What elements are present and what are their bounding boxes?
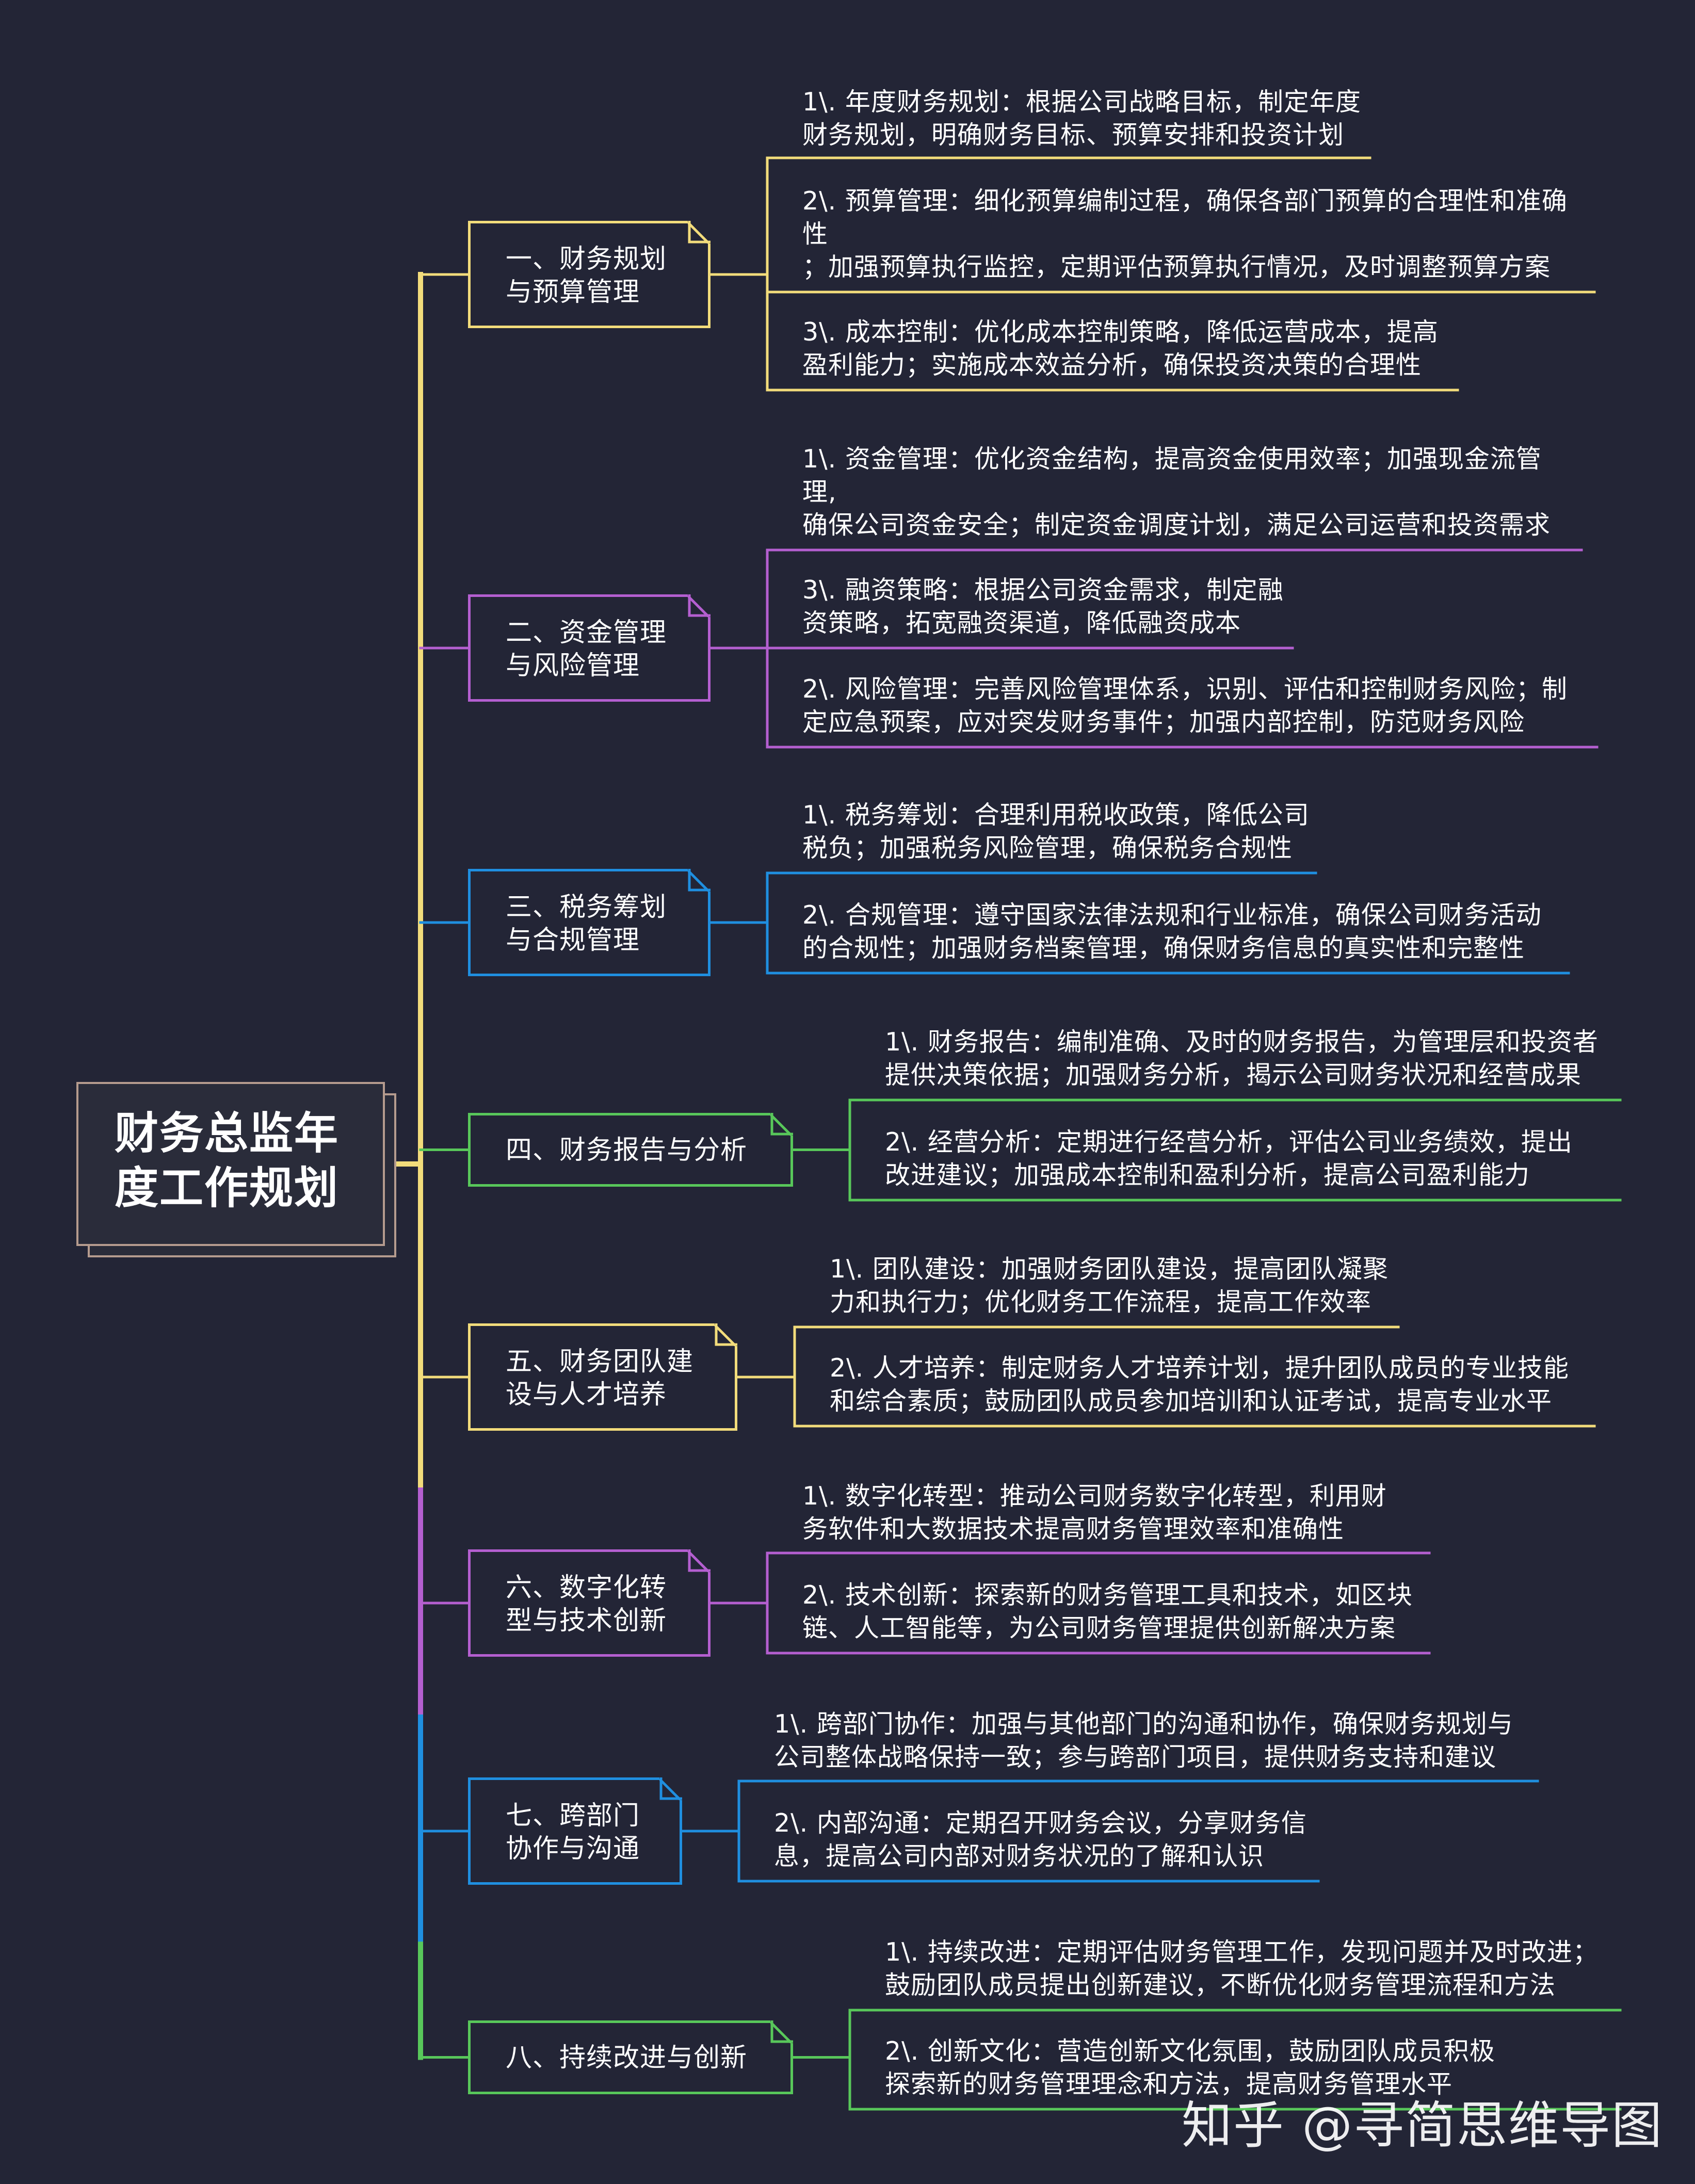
leaf-node[interactable]: 2\. 合规管理：遵守国家法律法规和行业标准，确保公司财务活动的合规性；加强财务… bbox=[802, 899, 1542, 965]
leaf-text-line: 理, bbox=[802, 477, 837, 507]
leaf-text-line: 公司整体战略保持一致；参与跨部门项目，提供财务支持和建议 bbox=[774, 1742, 1497, 1772]
leaf-text-line: 2\. 技术创新：探索新的财务管理工具和技术，如区块 bbox=[802, 1580, 1413, 1610]
folded-corner-icon bbox=[688, 594, 711, 617]
leaf-text-line: 1\. 资金管理：优化资金结构，提高资金使用效率；加强现金流管 bbox=[802, 444, 1542, 474]
leaf-node[interactable]: 2\. 技术创新：探索新的财务管理工具和技术，如区块链、人工智能等，为公司财务管… bbox=[802, 1579, 1413, 1645]
branch-label-line: 设与人才培养 bbox=[506, 1380, 667, 1410]
branch-node[interactable]: 八、持续改进与创新 bbox=[468, 2020, 793, 2094]
leaf-text-line: 确保公司资金安全；制定资金调度计划，满足公司运营和投资需求 bbox=[802, 510, 1551, 540]
leaf-text-line: 务软件和大数据技术提高财务管理效率和准确性 bbox=[802, 1514, 1345, 1544]
leaf-text-line: 鼓励团队成员提出创新建议，不断优化财务管理流程和方法 bbox=[885, 1970, 1556, 2000]
branch-node[interactable]: 二、资金管理与风险管理 bbox=[468, 594, 711, 702]
leaf-text-line: 税负；加强税务风险管理，确保税务合规性 bbox=[802, 833, 1293, 863]
leaf-text-line: 2\. 人才培养：制定财务人才培养计划，提升团队成员的专业技能 bbox=[830, 1353, 1569, 1383]
branch-node[interactable]: 四、财务报告与分析 bbox=[468, 1113, 793, 1187]
leaf-text-line: 2\. 内部沟通：定期召开财务会议，分享财务信 bbox=[774, 1808, 1307, 1838]
branch-label-line: 五、财务团队建 bbox=[506, 1347, 694, 1377]
leaf-node[interactable]: 1\. 持续改进：定期评估财务管理工作，发现问题并及时改进；鼓励团队成员提出创新… bbox=[885, 1936, 1599, 2002]
leaf-text-line: 1\. 年度财务规划：根据公司战略目标，制定年度 bbox=[802, 87, 1361, 117]
root-title-line-2: 度工作规划 bbox=[115, 1163, 340, 1215]
leaf-node[interactable]: 1\. 资金管理：优化资金结构，提高资金使用效率；加强现金流管理,确保公司资金安… bbox=[802, 443, 1551, 542]
branch-label-line: 协作与沟通 bbox=[506, 1834, 640, 1864]
leaf-node[interactable]: 1\. 财务报告：编制准确、及时的财务报告，为管理层和投资者提供决策依据；加强财… bbox=[885, 1026, 1599, 1092]
leaf-text-line: 1\. 财务报告：编制准确、及时的财务报告，为管理层和投资者 bbox=[885, 1027, 1599, 1057]
leaf-text-line: 1\. 税务筹划：合理利用税收政策，降低公司 bbox=[802, 800, 1310, 830]
branch-node[interactable]: 三、税务筹划与合规管理 bbox=[468, 869, 711, 976]
branch-label-line: 六、数字化转 bbox=[506, 1573, 667, 1603]
leaf-text-line: 息，提高公司内部对财务状况的了解和认识 bbox=[774, 1841, 1265, 1871]
root-node[interactable]: 财务总监年 度工作规划 bbox=[76, 1082, 385, 1246]
branch-label-line: 七、跨部门 bbox=[506, 1801, 640, 1831]
leaf-node[interactable]: 3\. 融资策略：根据公司资金需求，制定融资策略，拓宽融资渠道，降低融资成本 bbox=[802, 574, 1284, 640]
folded-corner-icon bbox=[688, 869, 711, 892]
leaf-text-line: 1\. 数字化转型：推动公司财务数字化转型，利用财 bbox=[802, 1481, 1387, 1511]
branch-label-line: 与合规管理 bbox=[506, 925, 640, 956]
leaf-text-line: ；加强预算执行监控，定期评估预算执行情况，及时调整预算方案 bbox=[802, 252, 1551, 282]
leaf-node[interactable]: 1\. 年度财务规划：根据公司战略目标，制定年度财务规划，明确财务目标、预算安排… bbox=[802, 86, 1361, 152]
leaf-text-line: 的合规性；加强财务档案管理，确保财务信息的真实性和完整性 bbox=[802, 933, 1525, 963]
leaf-text-line: 盈利能力；实施成本效益分析，确保投资决策的合理性 bbox=[802, 350, 1422, 380]
leaf-text-line: 1\. 跨部门协作：加强与其他部门的沟通和协作，确保财务规划与 bbox=[774, 1709, 1513, 1739]
folded-corner-icon bbox=[770, 2020, 793, 2043]
watermark: 知乎 @寻简思维导图 bbox=[1182, 2096, 1664, 2155]
folded-corner-icon bbox=[770, 1113, 793, 1136]
leaf-text-line: 3\. 融资策略：根据公司资金需求，制定融 bbox=[802, 575, 1284, 605]
leaf-text-line: 3\. 成本控制：优化成本控制策略，降低运营成本，提高 bbox=[802, 317, 1439, 347]
leaf-node[interactable]: 2\. 预算管理：细化预算编制过程，确保各部门预算的合理性和准确性；加强预算执行… bbox=[802, 185, 1568, 284]
folded-corner-icon bbox=[688, 221, 711, 244]
leaf-node[interactable]: 2\. 风险管理：完善风险管理体系，识别、评估和控制财务风险；制定应急预案，应对… bbox=[802, 673, 1568, 739]
leaf-node[interactable]: 2\. 内部沟通：定期召开财务会议，分享财务信息，提高公司内部对财务状况的了解和… bbox=[774, 1807, 1307, 1873]
folded-corner-icon bbox=[659, 1777, 682, 1800]
leaf-text-line: 资策略，拓宽融资渠道，降低融资成本 bbox=[802, 608, 1241, 638]
folded-corner-icon bbox=[715, 1323, 737, 1346]
leaf-text-line: 2\. 合规管理：遵守国家法律法规和行业标准，确保公司财务活动 bbox=[802, 900, 1542, 930]
leaf-text-line: 2\. 经营分析：定期进行经营分析，评估公司业务绩效，提出 bbox=[885, 1127, 1573, 1157]
leaf-node[interactable]: 2\. 人才培养：制定财务人才培养计划，提升团队成员的专业技能和综合素质；鼓励团… bbox=[830, 1352, 1569, 1418]
leaf-node[interactable]: 1\. 税务筹划：合理利用税收政策，降低公司税负；加强税务风险管理，确保税务合规… bbox=[802, 799, 1310, 865]
branch-label-line: 八、持续改进与创新 bbox=[506, 2043, 748, 2073]
root-title-line-1: 财务总监年 bbox=[115, 1108, 340, 1159]
leaf-node[interactable]: 2\. 创新文化：营造创新文化氛围，鼓励团队成员积极探索新的财务管理理念和方法，… bbox=[885, 2035, 1495, 2101]
leaf-text-line: 2\. 风险管理：完善风险管理体系，识别、评估和控制财务风险；制 bbox=[802, 674, 1568, 704]
leaf-text-line: 2\. 创新文化：营造创新文化氛围，鼓励团队成员积极 bbox=[885, 2036, 1495, 2066]
leaf-node[interactable]: 1\. 团队建设：加强财务团队建设，提高团队凝聚力和执行力；优化财务工作流程，提… bbox=[830, 1253, 1389, 1319]
branch-node[interactable]: 六、数字化转型与技术创新 bbox=[468, 1549, 711, 1657]
leaf-text-line: 力和执行力；优化财务工作流程，提高工作效率 bbox=[830, 1287, 1372, 1317]
leaf-text-line: 财务规划，明确财务目标、预算安排和投资计划 bbox=[802, 120, 1345, 150]
branch-node[interactable]: 七、跨部门协作与沟通 bbox=[468, 1777, 682, 1885]
leaf-text-line: 定应急预案，应对突发财务事件；加强内部控制，防范财务风险 bbox=[802, 707, 1525, 737]
folded-corner-icon bbox=[688, 1549, 711, 1572]
leaf-text-line: 探索新的财务管理理念和方法，提高财务管理水平 bbox=[885, 2069, 1453, 2099]
leaf-node[interactable]: 1\. 跨部门协作：加强与其他部门的沟通和协作，确保财务规划与公司整体战略保持一… bbox=[774, 1708, 1513, 1774]
branch-label-line: 型与技术创新 bbox=[506, 1606, 667, 1636]
branch-label-line: 一、财务规划 bbox=[506, 244, 667, 274]
leaf-text-line: 性 bbox=[802, 219, 829, 249]
leaf-text-line: 2\. 预算管理：细化预算编制过程，确保各部门预算的合理性和准确 bbox=[802, 186, 1568, 216]
leaf-text-line: 提供决策依据；加强财务分析，揭示公司财务状况和经营成果 bbox=[885, 1060, 1582, 1090]
leaf-node[interactable]: 3\. 成本控制：优化成本控制策略，降低运营成本，提高盈利能力；实施成本效益分析… bbox=[802, 316, 1439, 382]
branch-node[interactable]: 一、财务规划与预算管理 bbox=[468, 221, 711, 328]
branch-label-line: 四、财务报告与分析 bbox=[506, 1135, 748, 1166]
leaf-text-line: 改进建议；加强成本控制和盈利分析，提高公司盈利能力 bbox=[885, 1160, 1530, 1190]
branch-label-line: 与预算管理 bbox=[506, 277, 640, 308]
branch-label-line: 与风险管理 bbox=[506, 651, 640, 681]
branch-label-line: 二、资金管理 bbox=[506, 618, 667, 648]
leaf-text-line: 和综合素质；鼓励团队成员参加培训和认证考试，提高专业水平 bbox=[830, 1386, 1553, 1416]
branch-node[interactable]: 五、财务团队建设与人才培养 bbox=[468, 1323, 737, 1431]
leaf-text-line: 1\. 持续改进：定期评估财务管理工作，发现问题并及时改进； bbox=[885, 1937, 1599, 1967]
leaf-node[interactable]: 1\. 数字化转型：推动公司财务数字化转型，利用财务软件和大数据技术提高财务管理… bbox=[802, 1480, 1387, 1546]
leaf-text-line: 1\. 团队建设：加强财务团队建设，提高团队凝聚 bbox=[830, 1254, 1389, 1284]
branch-label-line: 三、税务筹划 bbox=[506, 892, 667, 923]
leaf-text-line: 链、人工智能等，为公司财务管理提供创新解决方案 bbox=[802, 1613, 1396, 1643]
leaf-node[interactable]: 2\. 经营分析：定期进行经营分析，评估公司业务绩效，提出改进建议；加强成本控制… bbox=[885, 1126, 1573, 1192]
